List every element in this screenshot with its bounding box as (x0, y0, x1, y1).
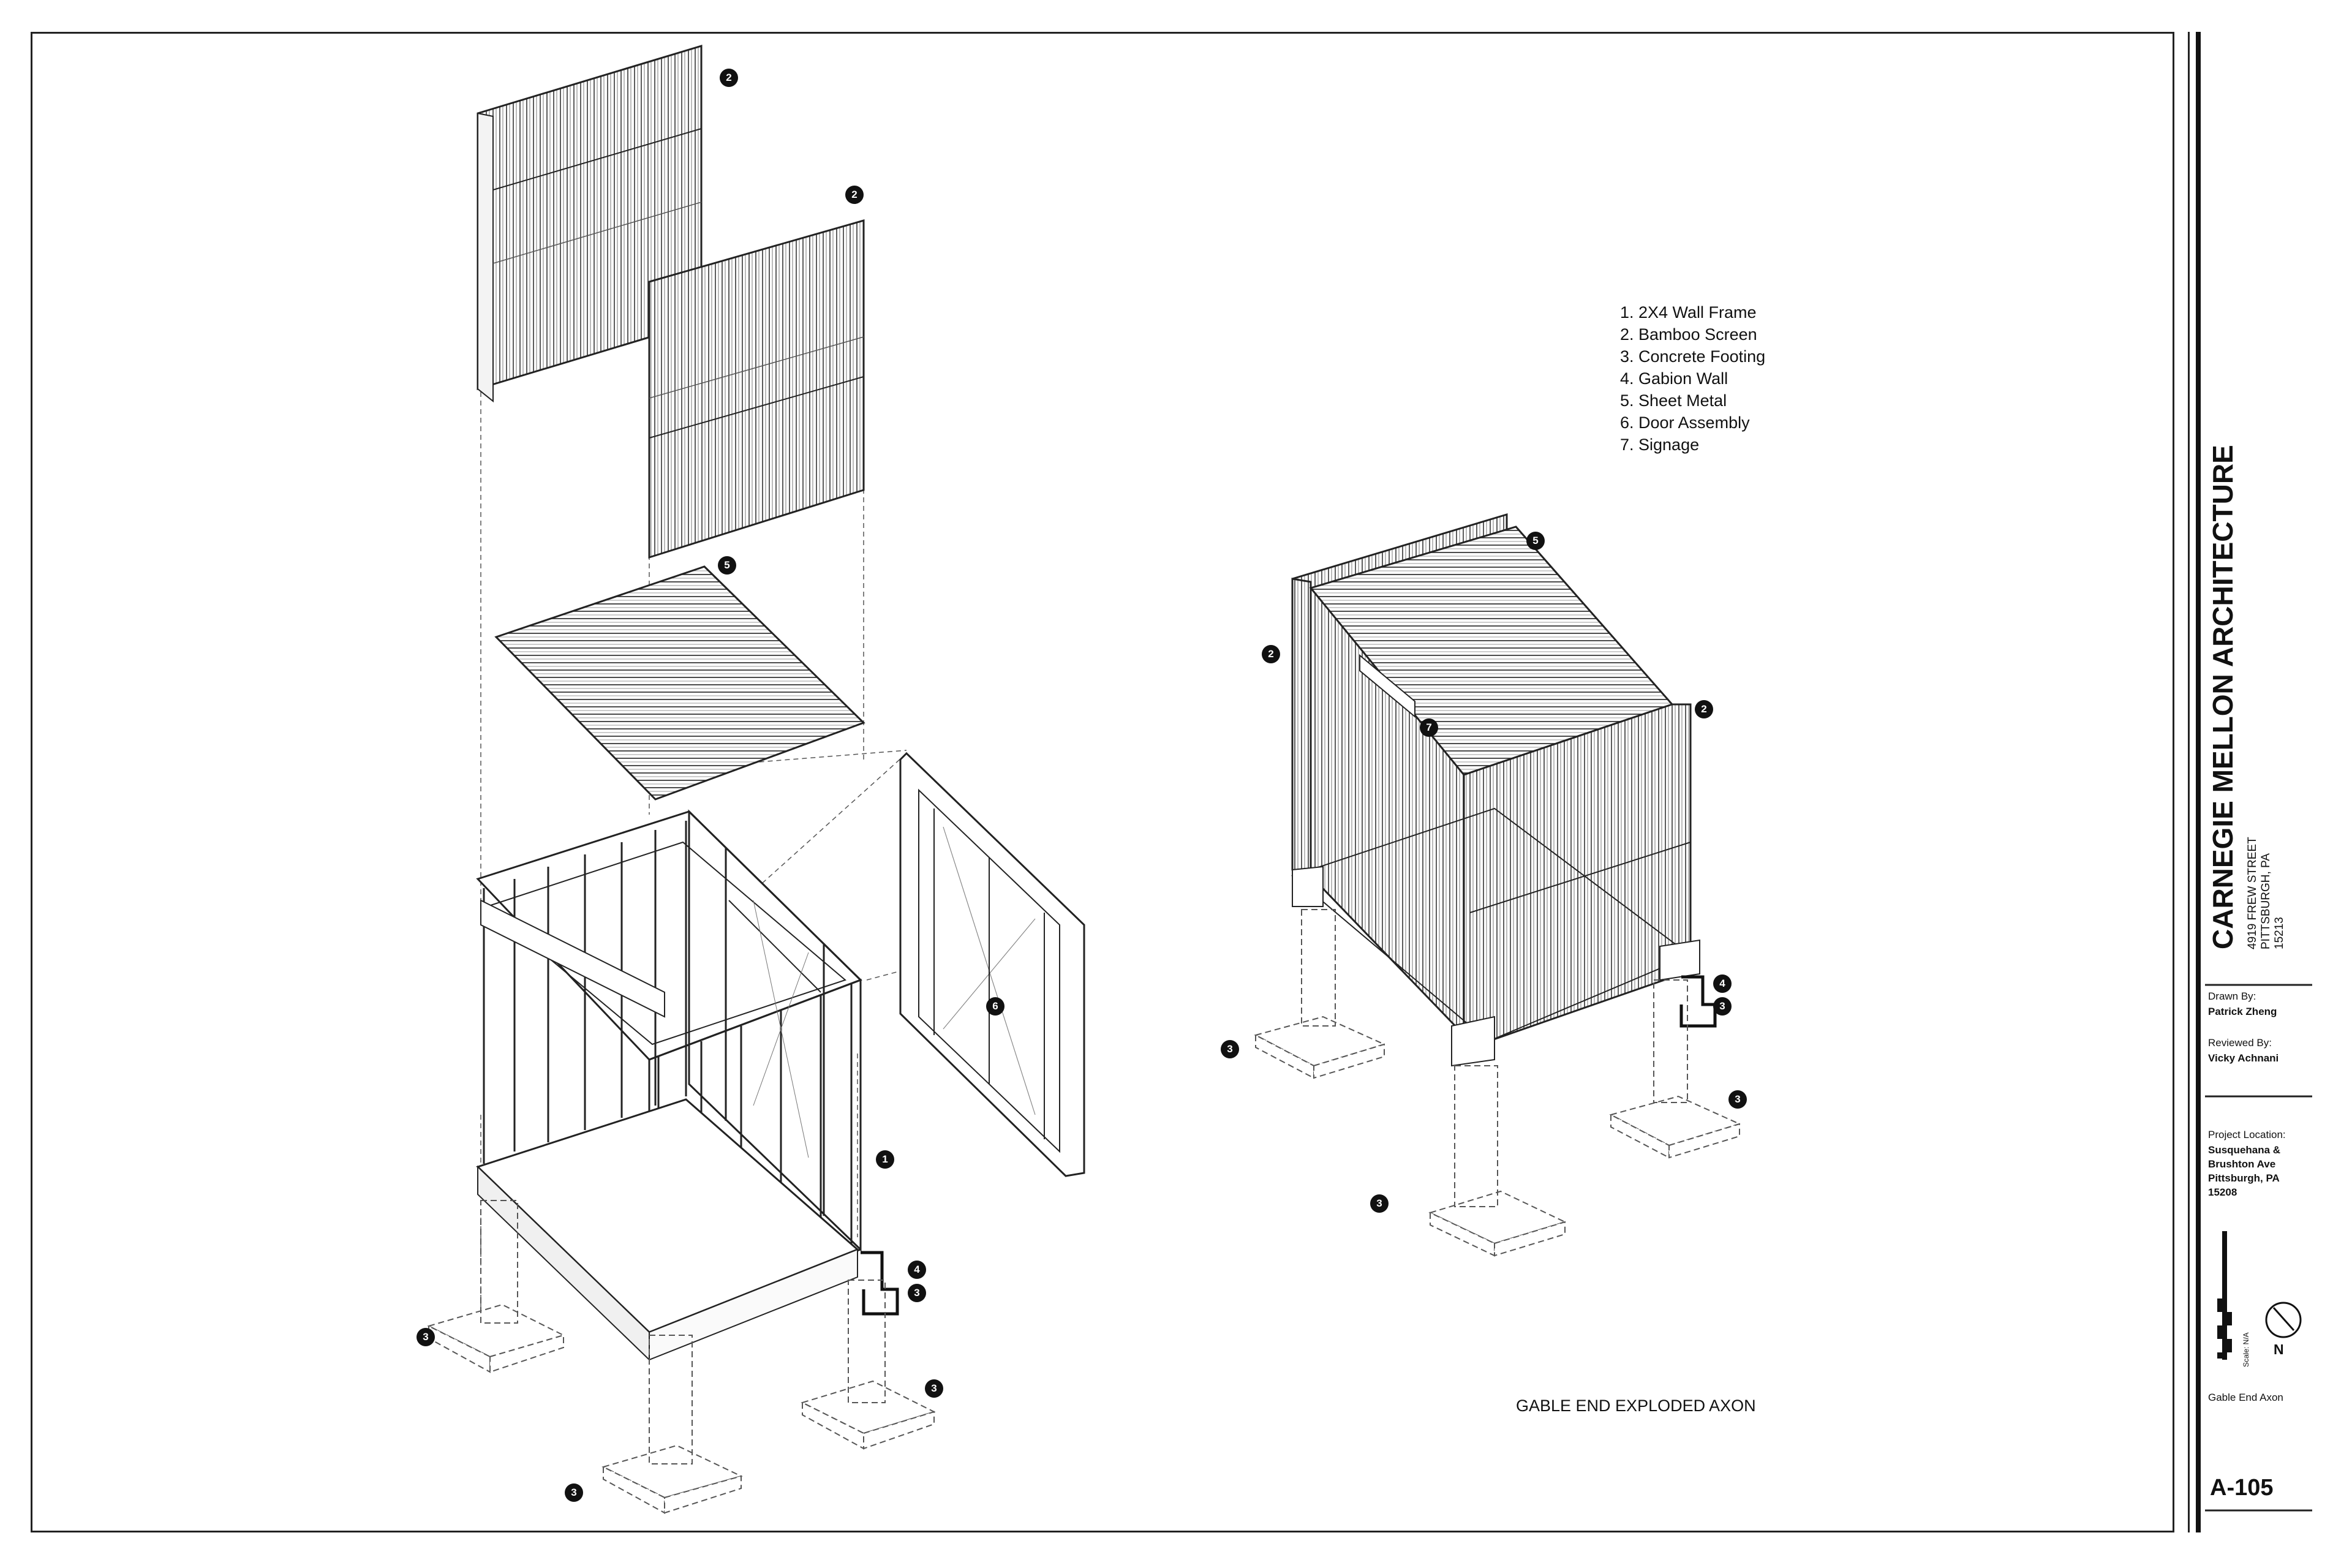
legend-item-1: 1. 2X4 Wall Frame (1620, 303, 1757, 322)
drawing-title: GABLE END EXPLODED AXON (1516, 1396, 1756, 1415)
firm-name: CARNEGIE MELLON ARCHITECTURE (2207, 445, 2239, 949)
callout-marker: 3 (925, 1379, 943, 1398)
callout-marker: 2 (1695, 700, 1713, 718)
title-block-border (2196, 32, 2201, 1532)
callout-marker: 1 (876, 1150, 894, 1169)
door-assembly (899, 752, 1085, 1177)
address-line-3: 15213 (2273, 917, 2286, 949)
drawn-by-value: Patrick Zheng (2208, 1006, 2277, 1017)
sheet-number: A-105 (2210, 1475, 2274, 1501)
callout-marker: 2 (720, 69, 738, 87)
scale-bar (2217, 1231, 2232, 1360)
sheet-title: Gable End Axon (2208, 1392, 2283, 1403)
callout-marker: 3 (1728, 1090, 1747, 1109)
sheet-metal-roof (494, 565, 865, 801)
legend-item-2: 2. Bamboo Screen (1620, 325, 1757, 344)
wall-frame (476, 809, 862, 1362)
footings-right (1254, 909, 1741, 1257)
callout-marker: 3 (417, 1328, 435, 1346)
reviewed-by-value: Vicky Achnani (2208, 1052, 2279, 1064)
callout-marker: 5 (1526, 532, 1545, 550)
assembled-axon (1291, 513, 1700, 1067)
callout-marker: 2 (845, 186, 864, 204)
title-block-divider (2188, 32, 2190, 1532)
project-location-label: Project Location: (2208, 1129, 2286, 1140)
gabion-wall-left (861, 1251, 899, 1316)
bamboo-screen-2 (648, 219, 865, 559)
legend-item-3: 3. Concrete Footing (1620, 347, 1766, 366)
project-location-line-2: Brushton Ave (2208, 1158, 2276, 1170)
legend-item-6: 6. Door Assembly (1620, 413, 1750, 432)
legend-item-5: 5. Sheet Metal (1620, 391, 1727, 410)
project-location-line-4: 15208 (2208, 1186, 2237, 1198)
callout-marker: 4 (1713, 974, 1732, 993)
callout-marker: 6 (986, 997, 1005, 1016)
gabion-wall-right (1679, 975, 1717, 1028)
address-line-2: PITTSBURGH, PA (2260, 853, 2272, 949)
callout-marker: 2 (1262, 645, 1280, 663)
drawn-by-label: Drawn By: (2208, 990, 2256, 1002)
north-label: N (2274, 1341, 2284, 1357)
project-location-line-1: Susquehana & (2208, 1144, 2281, 1156)
title-block-rules (2205, 984, 2312, 1512)
address-line-1: 4919 FREW STREET (2246, 837, 2259, 949)
drawing-border (31, 32, 2174, 1532)
callout-marker: 3 (1370, 1194, 1389, 1213)
project-location-line-3: Pittsburgh, PA (2208, 1172, 2280, 1184)
callout-marker: 7 (1420, 718, 1438, 737)
north-arrow-icon (2265, 1302, 2302, 1338)
reviewed-by-label: Reviewed By: (2208, 1037, 2272, 1049)
bamboo-screen-1 (477, 44, 703, 403)
footings-left (427, 1200, 936, 1514)
callout-marker: 3 (1713, 997, 1732, 1016)
scale-text: Scale: N/A (2242, 1332, 2250, 1367)
callout-marker: 5 (718, 556, 736, 575)
legend-item-4: 4. Gabion Wall (1620, 369, 1728, 388)
callout-marker: 3 (908, 1284, 926, 1302)
callout-marker: 4 (908, 1261, 926, 1279)
legend-item-7: 7. Signage (1620, 435, 1700, 454)
callout-marker: 3 (565, 1483, 583, 1502)
callout-marker: 3 (1221, 1040, 1239, 1058)
